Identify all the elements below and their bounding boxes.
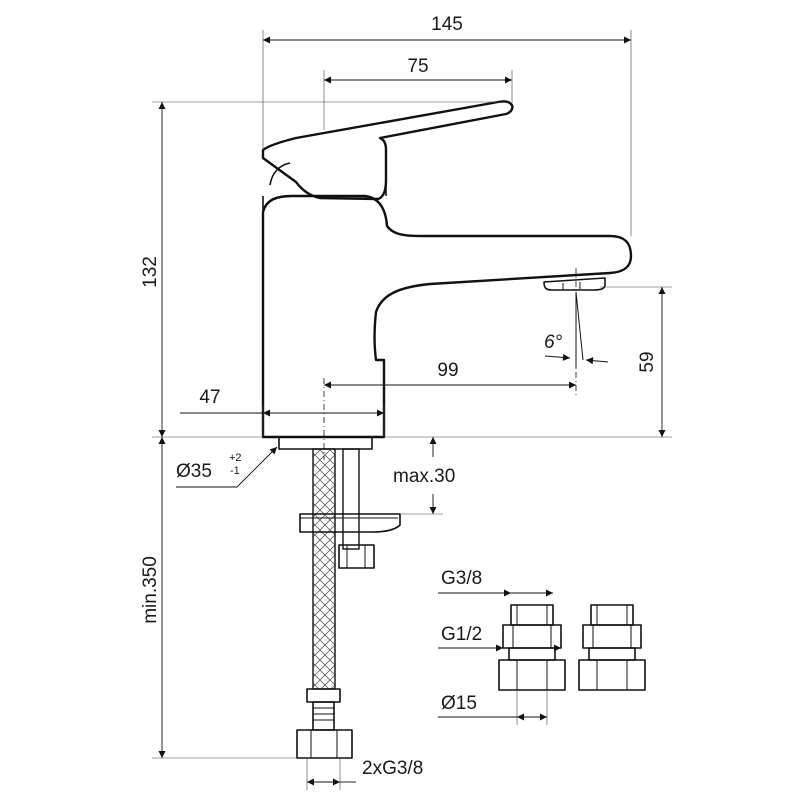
dim-145-label: 145 bbox=[431, 14, 463, 35]
fitting-d15-label: Ø15 bbox=[441, 693, 477, 714]
angle-value: 6 bbox=[544, 332, 555, 353]
dim-diameter-tol-lower: -1 bbox=[230, 465, 240, 477]
dim-diameter-tol-upper: +2 bbox=[229, 452, 242, 464]
dim-99-label: 99 bbox=[437, 360, 458, 381]
fitting-g12-label: G1/2 bbox=[441, 624, 482, 645]
dim-angle-label: 6° bbox=[544, 332, 563, 353]
fitting-left bbox=[498, 604, 566, 691]
dim-59-label: 59 bbox=[637, 351, 658, 372]
dim-hose-thread-label: 2xG3/8 bbox=[362, 758, 423, 779]
angle-degree: ° bbox=[555, 332, 563, 353]
faucet-body bbox=[261, 100, 633, 450]
fitting-right bbox=[578, 604, 646, 691]
dim-75-label: 75 bbox=[407, 56, 428, 77]
dim-max30-label: max.30 bbox=[393, 466, 455, 487]
dim-47-label: 47 bbox=[199, 387, 220, 408]
dim-diameter-label: Ø35 bbox=[176, 461, 212, 482]
dim-132-label: 132 bbox=[140, 256, 161, 288]
fitting-g38-label: G3/8 bbox=[441, 568, 482, 589]
dim-min350-label: min.350 bbox=[140, 556, 161, 624]
dimension-lines bbox=[152, 30, 672, 790]
supply-hoses bbox=[296, 448, 401, 759]
